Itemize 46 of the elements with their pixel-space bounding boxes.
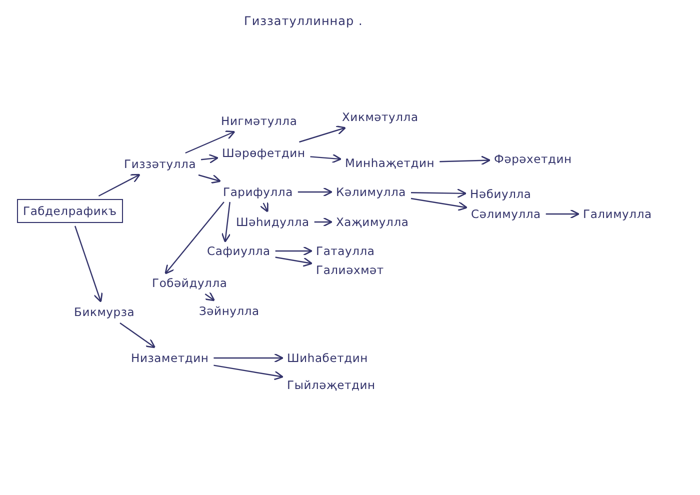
name-label: Шиһабетдин bbox=[285, 350, 370, 366]
arrow bbox=[120, 322, 156, 348]
name-label: Гатаулла bbox=[314, 243, 377, 259]
name-label: Гарифулла bbox=[221, 184, 295, 200]
name-label: Хаҗимулла bbox=[334, 214, 411, 230]
arrow bbox=[214, 353, 284, 363]
name-label: Сафиулла bbox=[205, 243, 272, 259]
arrow bbox=[310, 154, 342, 164]
arrow bbox=[298, 187, 332, 197]
name-label: Гиззәтулла bbox=[122, 156, 198, 172]
name-label: Шәрөфетдин bbox=[220, 145, 308, 161]
name-label: Нәбиулла bbox=[468, 186, 534, 202]
arrow bbox=[185, 130, 236, 154]
arrow bbox=[164, 202, 224, 274]
name-label: Минһаҗетдин bbox=[343, 155, 437, 171]
name-label: Бикмурза bbox=[72, 304, 137, 320]
name-label: Нигмәтулла bbox=[219, 113, 300, 129]
name-label: Галимулла bbox=[581, 206, 654, 222]
arrow bbox=[260, 202, 268, 212]
name-label: Шәһидулла bbox=[234, 214, 312, 230]
arrow bbox=[275, 246, 312, 256]
arrow bbox=[200, 154, 218, 164]
root-name-box: Габделрафикъ bbox=[17, 199, 123, 223]
name-label: Хикмәтулла bbox=[340, 109, 420, 125]
arrow bbox=[546, 209, 580, 219]
diagram-title: Гиззатуллиннар . bbox=[244, 14, 363, 28]
name-label: Сәлимулла bbox=[469, 206, 543, 222]
name-label: Гыйләҗетдин bbox=[285, 377, 378, 393]
name-label: Галиәхмәт bbox=[314, 262, 386, 278]
arrow bbox=[440, 156, 490, 166]
arrow bbox=[314, 217, 332, 227]
name-label: Фәрәхетдин bbox=[492, 151, 574, 167]
name-label: Гобәйдулла bbox=[150, 275, 230, 291]
arrow bbox=[74, 226, 103, 302]
arrow bbox=[204, 292, 215, 302]
arrow bbox=[221, 202, 231, 242]
arrow bbox=[299, 126, 346, 143]
name-label: Кәлимулла bbox=[334, 184, 408, 200]
arrow bbox=[198, 174, 221, 184]
arrow bbox=[98, 174, 140, 197]
name-label: Низаметдин bbox=[129, 350, 211, 366]
arrow bbox=[275, 256, 312, 267]
arrow bbox=[214, 364, 284, 380]
arrow bbox=[410, 188, 466, 198]
arrow bbox=[410, 198, 468, 212]
name-label: Зәйнулла bbox=[197, 303, 262, 319]
